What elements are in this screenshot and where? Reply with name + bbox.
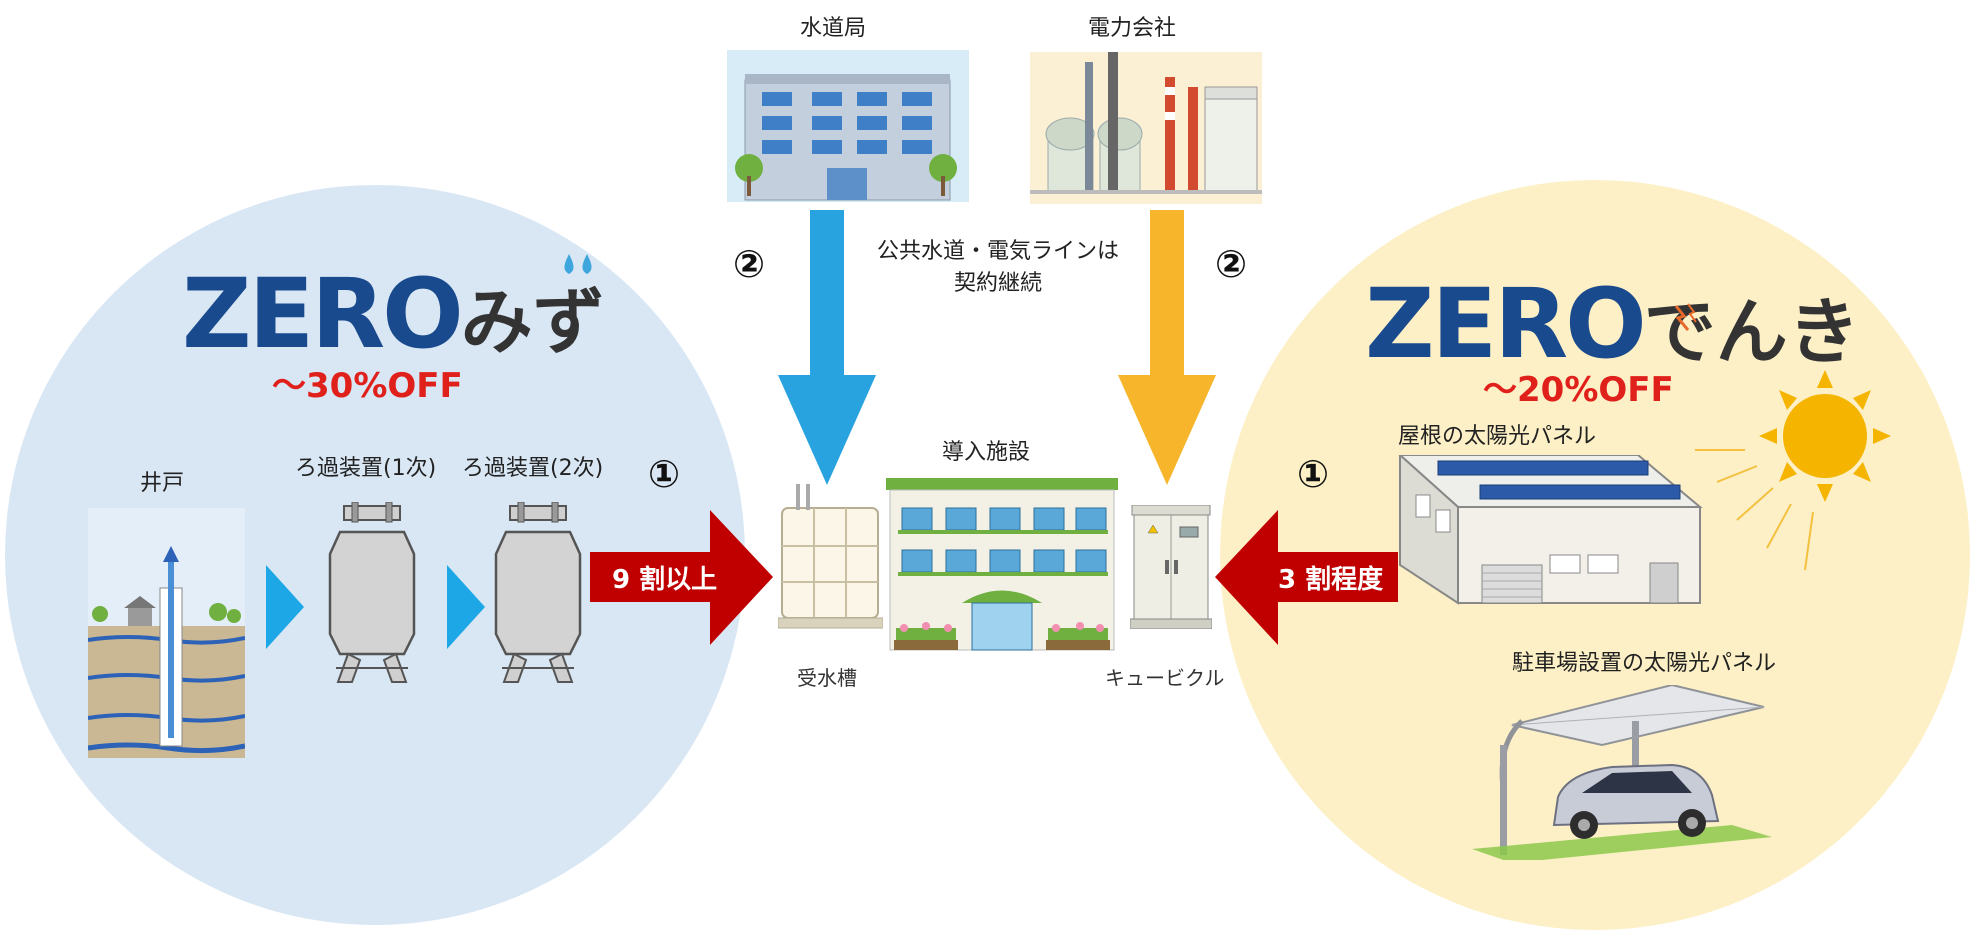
- sun-icon: [1695, 370, 1891, 571]
- facility-building-icon: [886, 478, 1118, 651]
- facility-label: 導入施設: [942, 440, 1031, 465]
- carport-solar-car-icon: [1472, 685, 1772, 860]
- power-ratio-text: 3 割程度: [1278, 565, 1384, 595]
- roof-panel-label: 屋根の太陽光パネル: [1398, 424, 1597, 449]
- zero-denki-brand: ZERO: [1365, 268, 1647, 380]
- step2-left-marker: ②: [733, 242, 766, 286]
- water-ratio-text: 9 割以上: [612, 565, 718, 595]
- power-supply-arrow: [1118, 210, 1216, 485]
- public-line-note-line2: 契約継続: [953, 271, 1042, 296]
- zero-mizu-brand: ZERO: [182, 258, 464, 370]
- water-bureau-building-icon: [727, 50, 969, 202]
- filter-tank-1-icon: [328, 502, 416, 683]
- zero-mizu-logo: ZEROみず: [182, 258, 605, 370]
- zero-denki-kana: でんき: [1643, 290, 1860, 374]
- power-discount: ～20%OFF: [1483, 370, 1674, 410]
- flow-chevron-2-icon: [447, 565, 485, 649]
- power-step1-marker: ①: [1297, 452, 1330, 496]
- water-ratio-arrow: [590, 510, 773, 645]
- zero-mizu-kana: みず: [460, 280, 605, 364]
- factory-roof-solar-icon: [1398, 455, 1703, 605]
- water-drops-icon: [564, 254, 592, 274]
- cubicle-icon: [1130, 505, 1212, 629]
- public-line-note-line1: 公共水道・電気ラインは: [876, 239, 1119, 264]
- parking-panel-label: 駐車場設置の太陽光パネル: [1512, 651, 1777, 676]
- public-line-note: 公共水道・電気ラインは 契約継続: [872, 236, 1124, 300]
- water-supply-arrow: [778, 210, 876, 485]
- water-discount: ～30%OFF: [272, 366, 463, 406]
- spark-icon: [1674, 303, 1697, 331]
- water-tank-icon: [778, 484, 883, 629]
- step2-right-marker: ②: [1215, 242, 1248, 286]
- power-company-label: 電力会社: [1088, 16, 1177, 41]
- well-icon: [88, 508, 245, 758]
- power-ratio-arrow: [1215, 510, 1398, 645]
- zero-denki-logo: ZEROでんき: [1365, 268, 1860, 380]
- water-bureau-label: 水道局: [800, 16, 867, 41]
- power-plant-icon: [1030, 52, 1262, 204]
- filter2-label: ろ過装置(2次): [462, 456, 604, 481]
- water-tank-label: 受水槽: [797, 666, 857, 690]
- water-step1-marker: ①: [648, 452, 681, 496]
- filter1-label: ろ過装置(1次): [295, 456, 437, 481]
- cubicle-label: キュービクル: [1105, 666, 1225, 690]
- filter-tank-2-icon: [494, 502, 582, 683]
- flow-chevron-1-icon: [266, 565, 304, 649]
- well-label: 井戸: [140, 471, 185, 496]
